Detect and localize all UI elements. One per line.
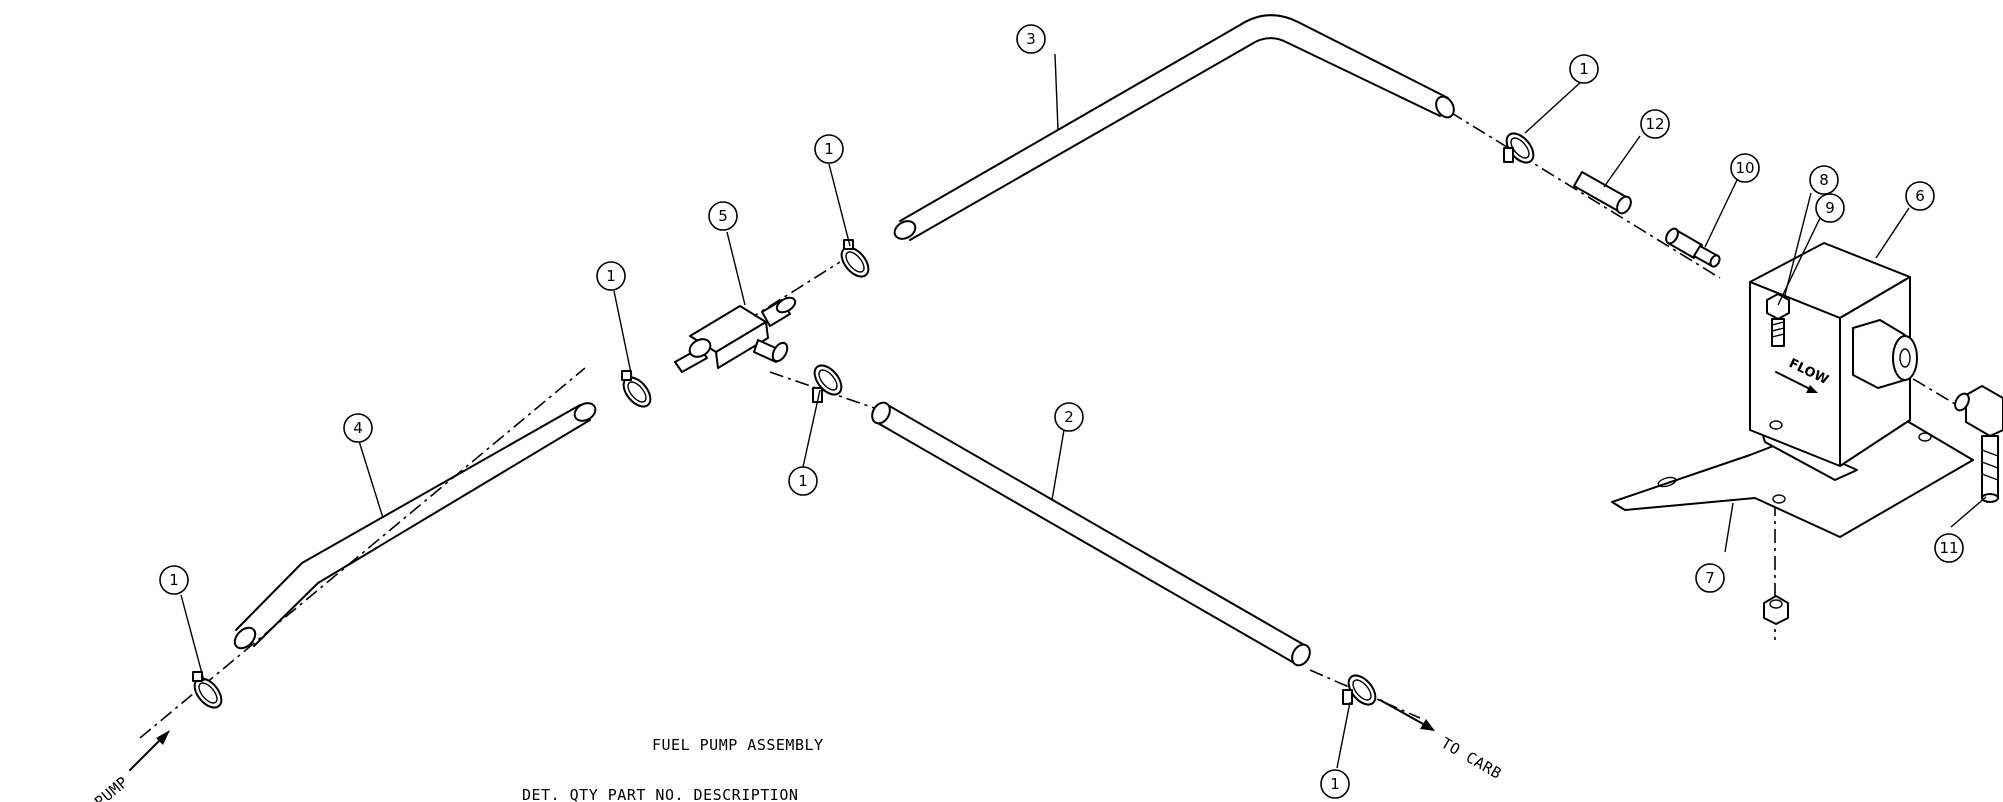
hose-clamps	[192, 132, 1535, 709]
hose-12	[1573, 171, 1632, 215]
svg-text:6: 6	[1915, 187, 1925, 205]
callout-7: 7	[1695, 563, 1725, 593]
hose-2	[871, 401, 1311, 667]
callout-12: 12	[1640, 109, 1670, 139]
to-carb-arrowhead	[1420, 719, 1435, 731]
callout-6: 6	[1905, 181, 1935, 211]
nut	[1763, 595, 1789, 625]
hose-4	[233, 402, 597, 650]
svg-text:3: 3	[1026, 30, 1036, 48]
diagram-title: FUEL PUMP ASSEMBLY	[652, 736, 824, 754]
callout-3: 3	[1016, 24, 1046, 54]
hose-clamp-hose-3-right	[1503, 132, 1535, 164]
callout-10: 10	[1730, 153, 1760, 183]
svg-text:10: 10	[1735, 159, 1754, 177]
callout-2: 2	[1054, 402, 1084, 432]
svg-text:1: 1	[798, 472, 808, 490]
centerlines	[139, 111, 1961, 739]
svg-text:1: 1	[1330, 775, 1340, 793]
hose-clamp-hose-4-top	[621, 370, 652, 408]
pump-inlet-arrowhead	[156, 730, 170, 745]
hose-clamp-hose-2-left	[812, 364, 843, 403]
svg-text:8: 8	[1819, 171, 1829, 189]
flow-arrows	[129, 699, 1435, 771]
svg-text:12: 12	[1645, 115, 1664, 133]
callout-1-bottom-left: 1	[159, 565, 189, 595]
annotation-texts: PUMP TO CARB FUEL PUMP ASSEMBLY DET. QTY…	[91, 734, 1505, 802]
to-carb-arrow-line	[1379, 699, 1426, 726]
hose-clamp-bottom-left	[192, 671, 223, 709]
elbow-fitting-11	[1954, 385, 2003, 503]
svg-text:2: 2	[1064, 408, 1074, 426]
callout-1-hose-4: 1	[596, 261, 626, 291]
svg-text:9: 9	[1825, 199, 1835, 217]
svg-text:1: 1	[169, 571, 179, 589]
parts-table-header: DET. QTY PART NO. DESCRIPTION	[522, 786, 798, 802]
fitting-10	[1665, 227, 1721, 268]
hose-clamp-hose-2-right	[1342, 674, 1377, 706]
callout-5: 5	[708, 201, 738, 231]
svg-text:11: 11	[1939, 539, 1958, 557]
callout-1-hose-2-left: 1	[788, 466, 818, 496]
tee-fitting-5	[674, 296, 797, 373]
leader-lines	[180, 53, 1987, 769]
callout-1-hose-3-left: 1	[814, 134, 844, 164]
pump-inlet-arrow-line	[129, 737, 163, 771]
callout-balloons: 1 1 1 1 1 1 2 3 4 5 6 7 8 9 10 11 12	[159, 24, 1964, 799]
pump-label: PUMP	[91, 773, 132, 802]
svg-text:1: 1	[606, 267, 616, 285]
svg-text:1: 1	[1579, 60, 1589, 78]
hose-3	[893, 14, 1455, 241]
callout-9: 9	[1815, 193, 1845, 223]
fuel-pump-6: FLOW	[1611, 242, 1974, 538]
svg-text:7: 7	[1705, 569, 1715, 587]
to-carb-label: TO CARB	[1438, 734, 1505, 783]
bolt-8-9	[1766, 293, 1790, 347]
svg-text:4: 4	[353, 419, 363, 437]
callout-4: 4	[343, 413, 373, 443]
svg-text:5: 5	[718, 207, 728, 225]
callout-1-hose-2-right: 1	[1320, 769, 1350, 799]
callout-8: 8	[1809, 165, 1839, 195]
callout-11: 11	[1934, 533, 1964, 563]
hose-clamp-hose-3-left	[840, 239, 870, 278]
callout-1-hose-3-right: 1	[1569, 54, 1599, 84]
svg-text:1: 1	[824, 140, 834, 158]
